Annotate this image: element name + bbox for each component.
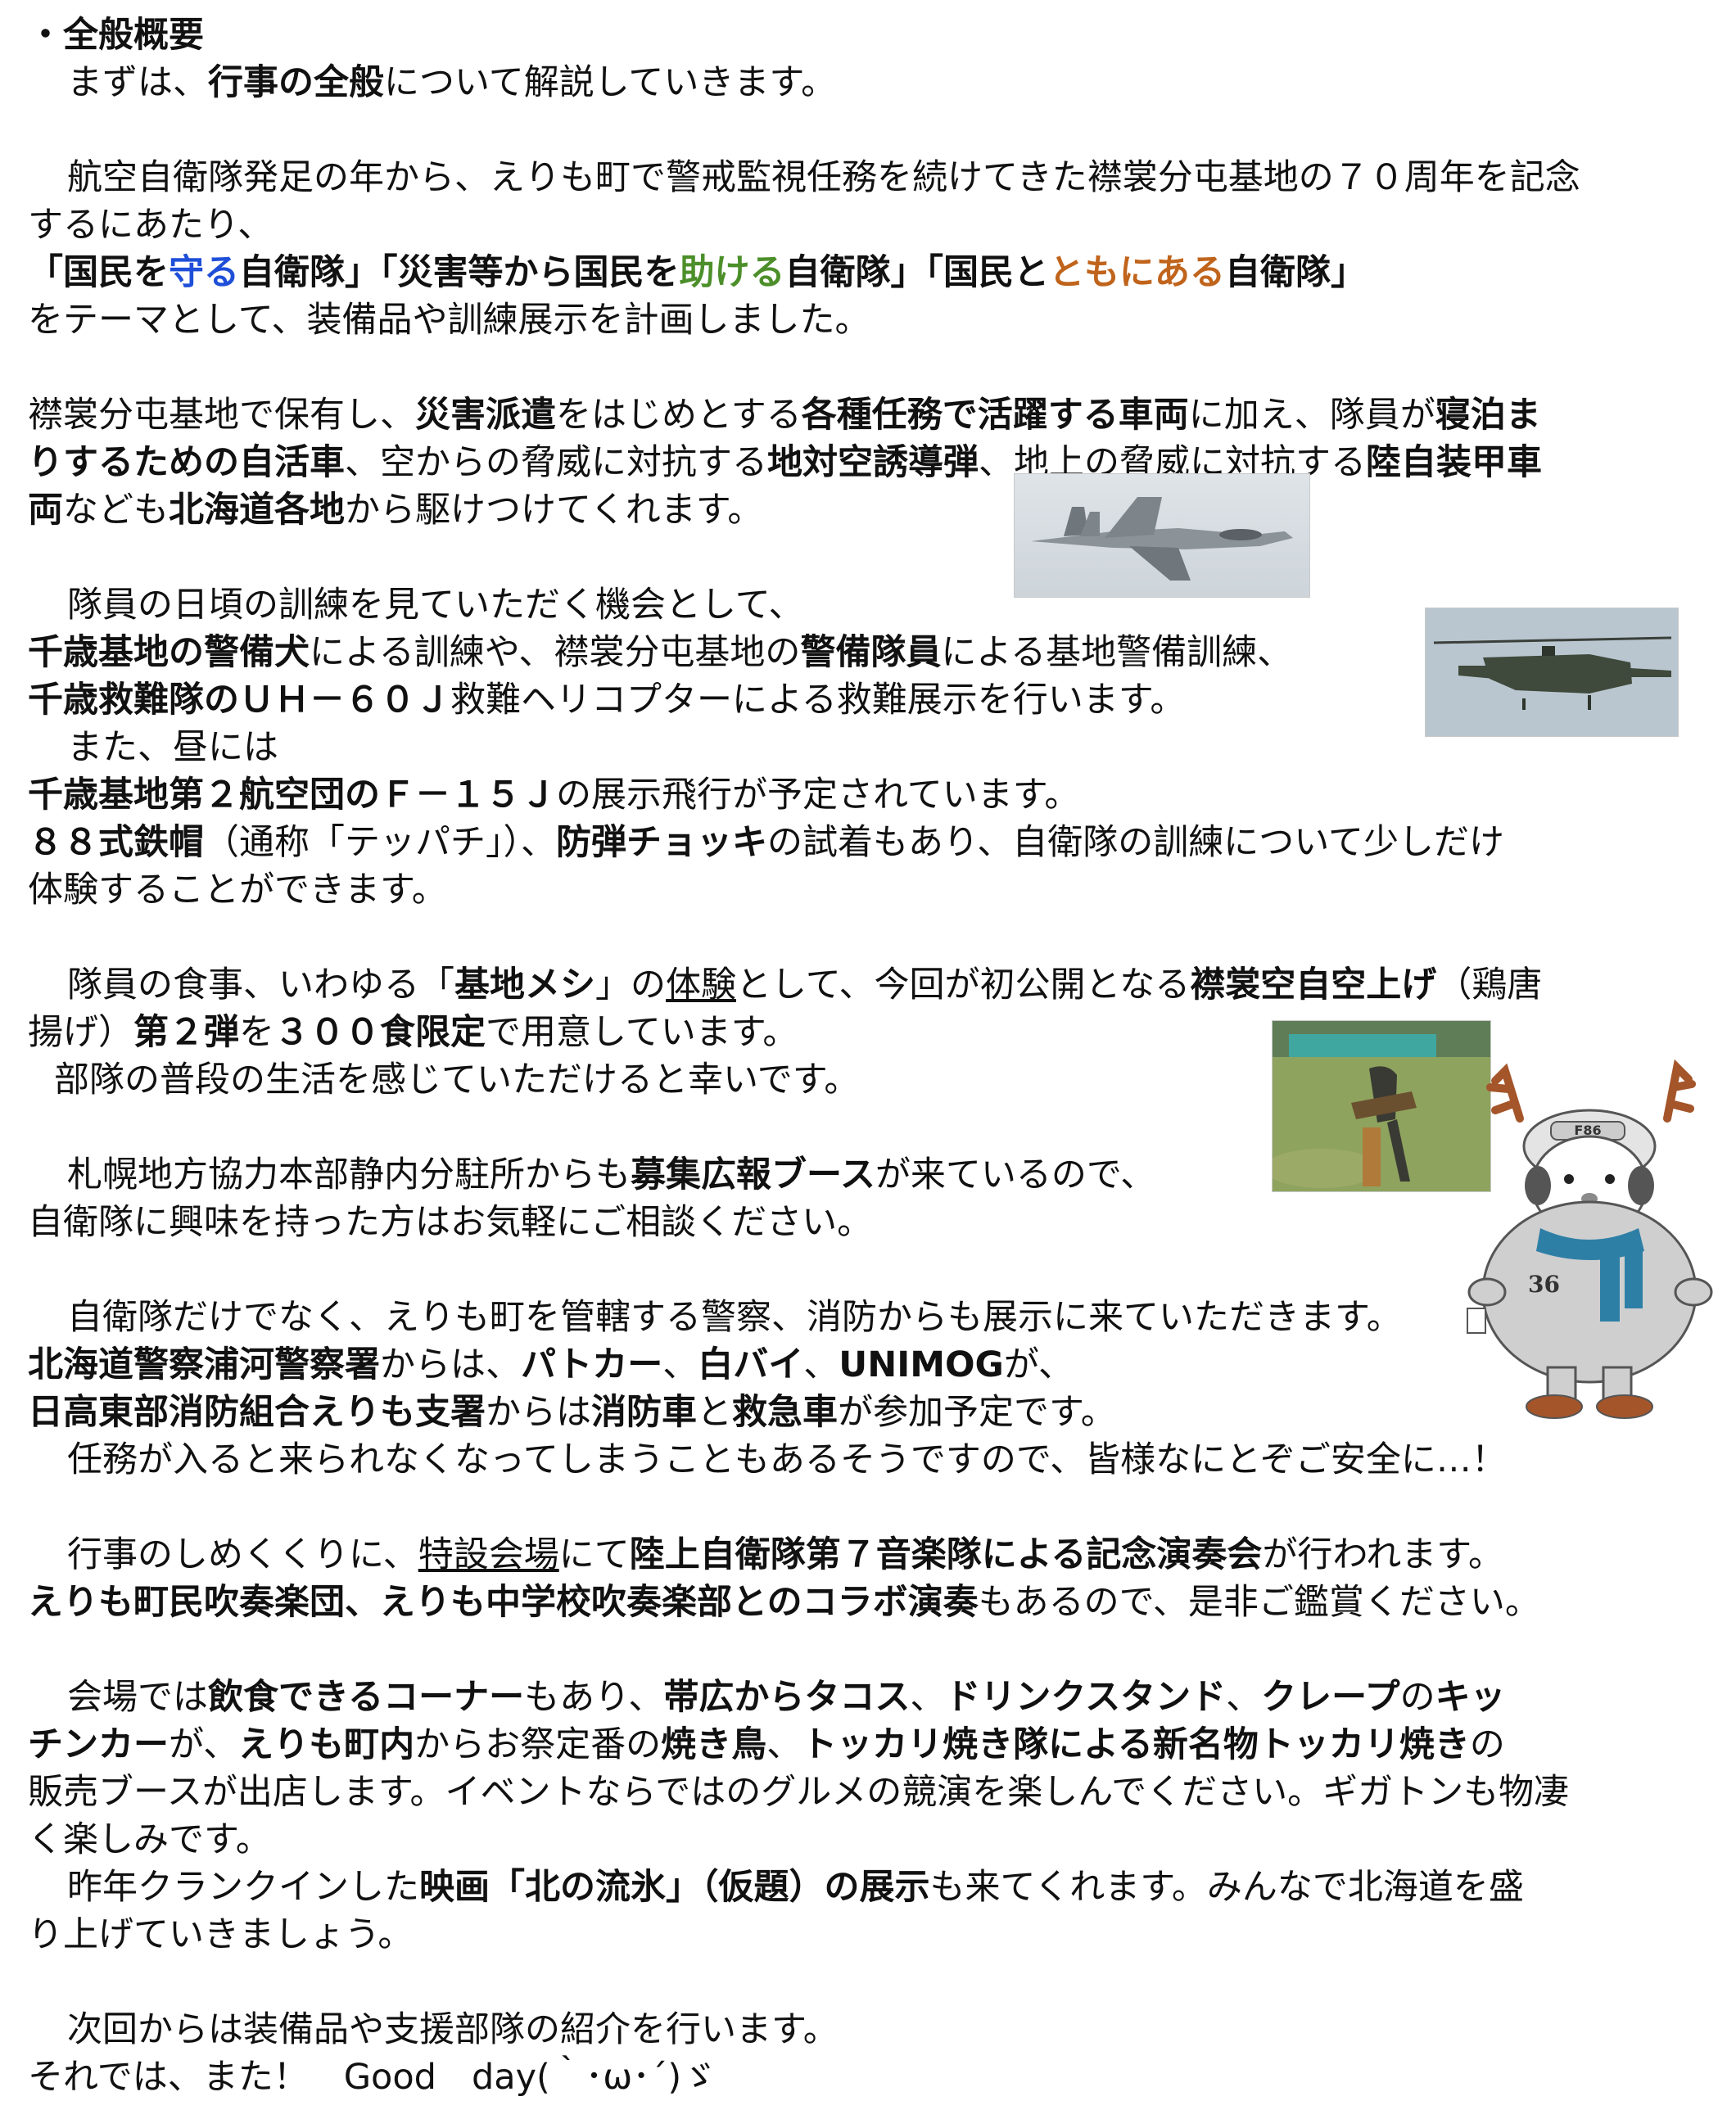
paragraph-line: 次回からは装備品や支援部隊の紹介を行います。 xyxy=(67,2009,839,2050)
paragraph-line: 任務が入ると来られなくなってしまうこともあるそうですので、皆様なにとぞご安全に…… xyxy=(67,1439,1507,1480)
paragraph-line: 航空自衛隊発足の年から、えりも町で警戒監視任務を続けてきた襟裳分屯基地の７０周年… xyxy=(67,157,1580,198)
section-heading: ・全般概要 xyxy=(28,15,204,56)
f15j-photo xyxy=(1014,473,1310,598)
paragraph-line: 日高東部消防組合えりも支署からは消防車と救急車が参加予定です。 xyxy=(28,1392,1116,1433)
guard-dog-photo xyxy=(1272,1020,1491,1192)
paragraph-line: 自衛隊に興味を持った方はお気軽にご相談ください。 xyxy=(28,1202,873,1243)
paragraph-line: 行事のしめくくりに、特設会場にて陸上自衛隊第７音楽隊による記念演奏会が行われます… xyxy=(67,1534,1503,1575)
intro-line: まずは、行事の全般について解説していきます。 xyxy=(67,62,837,103)
uh60j-photo xyxy=(1425,608,1679,737)
paragraph-line: り上げていきましょう。 xyxy=(28,1914,414,1955)
closing-line: それでは、また！ Good day(｀･ω･´)ゞ xyxy=(28,2057,717,2098)
paragraph-line: 隊員の日頃の訓練を見ていただく機会として、 xyxy=(67,585,804,626)
paragraph-line: 北海道警察浦河警察署からは、パトカー、白バイ、UNIMOGが、 xyxy=(28,1344,1074,1385)
paragraph-line: ８８式鉄帽（通称「テッパチ」）、防弾チョッキの試着もあり、自衛隊の訓練について少… xyxy=(28,822,1504,863)
paragraph-line: 隊員の食事、いわゆる「基地メシ」の体験として、今回が初公開となる襟裳空自空上げ（… xyxy=(67,965,1543,1005)
svg-text:F86: F86 xyxy=(1574,1123,1601,1138)
paragraph-line: 揚げ）第２弾を３００食限定で用意しています。 xyxy=(28,1012,798,1053)
paragraph-line: 会場では飲食できるコーナーもあり、帯広からタコス、ドリンクスタンド、クレープのキ… xyxy=(67,1677,1506,1718)
paragraph-line: 販売ブースが出店します。イベントならではのグルメの競演を楽しんでください。ギガト… xyxy=(28,1772,1570,1813)
paragraph-line: 千歳基地の警備犬による訓練や、襟裳分屯基地の警備隊員による基地警備訓練、 xyxy=(28,632,1293,673)
paragraph-line: 札幌地方協力本部静内分駐所からも募集広報ブースが来ているので、 xyxy=(67,1154,1156,1195)
paragraph-line: く楽しみです。 xyxy=(28,1819,271,1860)
paragraph-line: 千歳救難隊のＵＨ－６０Ｊ救難ヘリコプターによる救難展示を行います。 xyxy=(28,680,1186,721)
paragraph-line: するにあたり、 xyxy=(28,205,274,246)
paragraph-line: 自衛隊だけでなく、えりも町を管轄する警察、消防からも展示に来ていただきます。 xyxy=(67,1297,1402,1338)
paragraph-line: 千歳基地第２航空団のＦ－１５Ｊの展示飛行が予定されています。 xyxy=(28,775,1080,816)
paragraph-line: 襟裳分屯基地で保有し、災害派遣をはじめとする各種任務で活躍する車両に加え、隊員が… xyxy=(28,395,1541,436)
paragraph-line: 昨年クランクインした映画「北の流氷」（仮題）の展示も来てくれます。みんなで北海道… xyxy=(67,1867,1524,1908)
svg-text:36: 36 xyxy=(1528,1271,1560,1298)
document-body: ・全般概要 まずは、行事の全般について解説していきます。 航空自衛隊発足の年から… xyxy=(28,11,1715,2101)
paragraph-line: 両なども北海道各地から駆けつけてくれます。 xyxy=(28,490,763,531)
paragraph-line: えりも町民吹奏楽団、えりも中学校吹奏楽部とのコラボ演奏もあるので、是非ご鑑賞くだ… xyxy=(28,1582,1540,1623)
paragraph-line: 部隊の普段の生活を感じていただけると幸いです。 xyxy=(54,1060,860,1100)
paragraph-line: りするための自活車、空からの脅威に対抗する地対空誘導弾、地上の脅威に対抗する陸自… xyxy=(28,442,1542,483)
paragraph-line: また、昼には xyxy=(67,727,278,768)
paragraph-line: をテーマとして、装備品や訓練展示を計画しました。 xyxy=(28,300,870,341)
paragraph-line: チンカーが、えりも町内からお祭定番の焼き鳥、トッカリ焼き隊による新名物トッカリ焼… xyxy=(28,1724,1505,1765)
paragraph-line: 体験することができます。 xyxy=(28,870,447,910)
theme-line: 「国民を守る自衛隊」「災害等から国民を助ける自衛隊」「国民とともにある自衛隊」 xyxy=(28,252,1366,293)
mascot-gigaton-illustration: F86 36 xyxy=(1462,1046,1716,1423)
